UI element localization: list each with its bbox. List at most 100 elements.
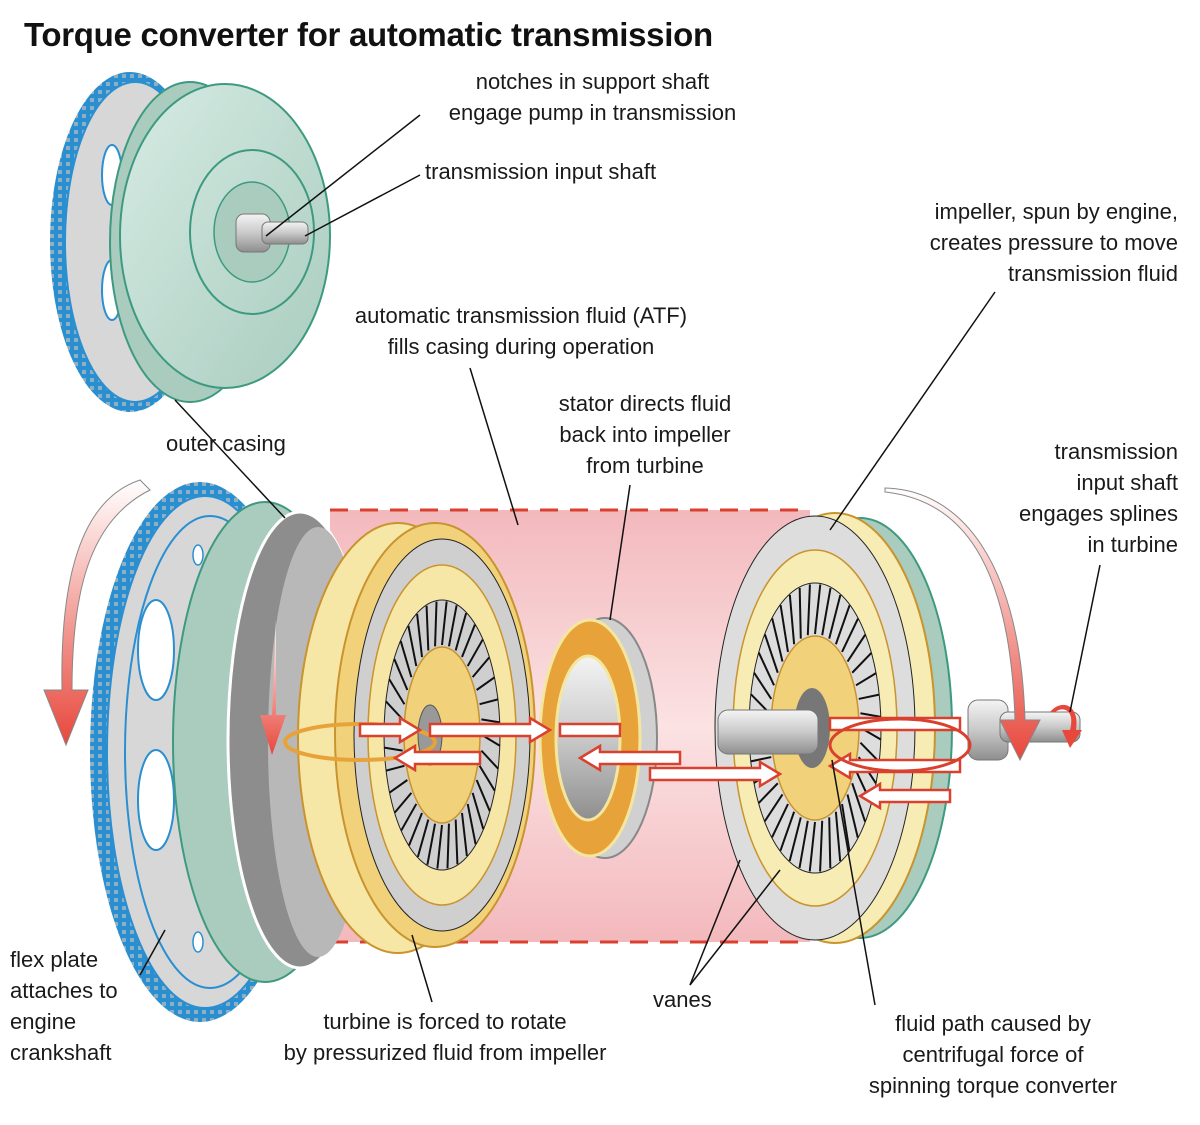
vane xyxy=(407,625,418,667)
label-stator: stator directs fluid back into impeller … xyxy=(558,391,732,478)
leader-stator xyxy=(609,484,631,621)
vane xyxy=(788,594,796,645)
vane xyxy=(846,634,867,663)
vane xyxy=(461,812,468,857)
vane xyxy=(851,652,873,674)
vane xyxy=(389,779,408,794)
flex-plate-rotation-arrow xyxy=(43,479,151,747)
vane xyxy=(834,604,851,645)
leader-outer-casing xyxy=(174,399,286,519)
vane xyxy=(763,634,779,674)
vane xyxy=(426,823,437,865)
turbine-hub-splines xyxy=(717,709,819,755)
vane xyxy=(821,587,832,636)
leader-flex-plate xyxy=(139,929,166,976)
vane xyxy=(771,618,784,662)
vane xyxy=(476,676,495,691)
impeller-vanes xyxy=(748,584,882,872)
fluid-arrow xyxy=(428,715,553,745)
vane xyxy=(393,658,409,691)
vane xyxy=(384,746,403,752)
vane xyxy=(808,821,816,872)
label-input-shaft-top: transmission input shaft xyxy=(425,159,657,184)
vane xyxy=(763,793,784,822)
leader-lines xyxy=(139,114,1101,1006)
vane xyxy=(481,718,500,724)
fluid-path-arrows xyxy=(283,715,972,811)
label-vanes: vanes xyxy=(653,987,712,1012)
label-atf: automatic transmission fluid (ATF) fills… xyxy=(354,303,688,359)
vane xyxy=(441,601,448,646)
vane xyxy=(400,803,418,831)
vane xyxy=(798,820,809,869)
vane xyxy=(446,823,450,869)
leader-input-shaft-splines xyxy=(1069,564,1101,713)
flex-plate-hole xyxy=(137,749,175,851)
leader-impeller xyxy=(829,291,996,531)
leader-turbine xyxy=(411,934,433,1003)
fluid-arrow xyxy=(358,715,423,745)
vane xyxy=(471,656,491,678)
vane xyxy=(425,605,430,651)
vane xyxy=(479,698,499,706)
vane xyxy=(771,803,789,838)
vane xyxy=(779,604,789,653)
vane xyxy=(779,811,796,852)
vane xyxy=(828,594,842,639)
fluid-arrow xyxy=(827,751,962,781)
vane xyxy=(471,792,485,830)
vane xyxy=(416,613,423,658)
vane xyxy=(454,819,459,865)
vane xyxy=(447,605,458,647)
vane xyxy=(480,749,499,770)
leader-atf xyxy=(469,367,519,526)
vane xyxy=(408,812,423,846)
vane xyxy=(855,672,877,687)
assembled-converter xyxy=(50,72,331,412)
stator xyxy=(538,617,658,859)
leader-input-shaft-top xyxy=(304,174,421,237)
vane xyxy=(461,624,476,658)
vane xyxy=(819,820,824,872)
vane xyxy=(846,794,859,838)
vane xyxy=(416,819,430,858)
fluid-arrow xyxy=(558,722,622,738)
vane xyxy=(466,803,477,845)
fluid-loop-impeller xyxy=(828,717,972,773)
label-impeller: impeller, spun by engine, creates pressu… xyxy=(929,199,1178,286)
vane xyxy=(478,765,496,792)
vane xyxy=(841,803,851,852)
vane xyxy=(806,584,811,636)
label-input-shaft-splines: transmission input shaft engages splines… xyxy=(1018,439,1178,557)
fluid-arrow xyxy=(857,781,952,811)
label-fluid-path: fluid path caused by centrifugal force o… xyxy=(868,1011,1118,1098)
vane xyxy=(753,672,773,700)
vane xyxy=(388,678,406,705)
leader-notches xyxy=(265,114,421,237)
vane xyxy=(385,764,405,772)
vane xyxy=(385,700,404,721)
vane xyxy=(860,712,881,718)
vane xyxy=(828,817,832,869)
label-outer-casing: outer casing xyxy=(166,431,286,456)
fluid-arrow xyxy=(392,743,482,773)
vane xyxy=(757,652,775,686)
flex-plate-hole xyxy=(137,599,175,701)
vane xyxy=(399,640,413,678)
vane xyxy=(798,587,802,639)
vane xyxy=(814,584,822,635)
vane xyxy=(841,618,859,653)
fluid-arrow xyxy=(648,759,783,789)
vane xyxy=(788,817,802,862)
shaft-rotation-arrow xyxy=(1050,704,1082,748)
vane xyxy=(757,782,779,804)
casing-rotation-arrow xyxy=(260,620,286,755)
vane xyxy=(466,639,484,667)
vane xyxy=(475,779,491,812)
label-turbine: turbine is forced to rotate by pressuriz… xyxy=(283,1009,607,1065)
impeller-rotation-arrow xyxy=(884,487,1041,762)
leader-vanes-1 xyxy=(689,859,741,986)
label-flex-plate: flex plate attaches to engine crankshaft xyxy=(10,947,118,1065)
